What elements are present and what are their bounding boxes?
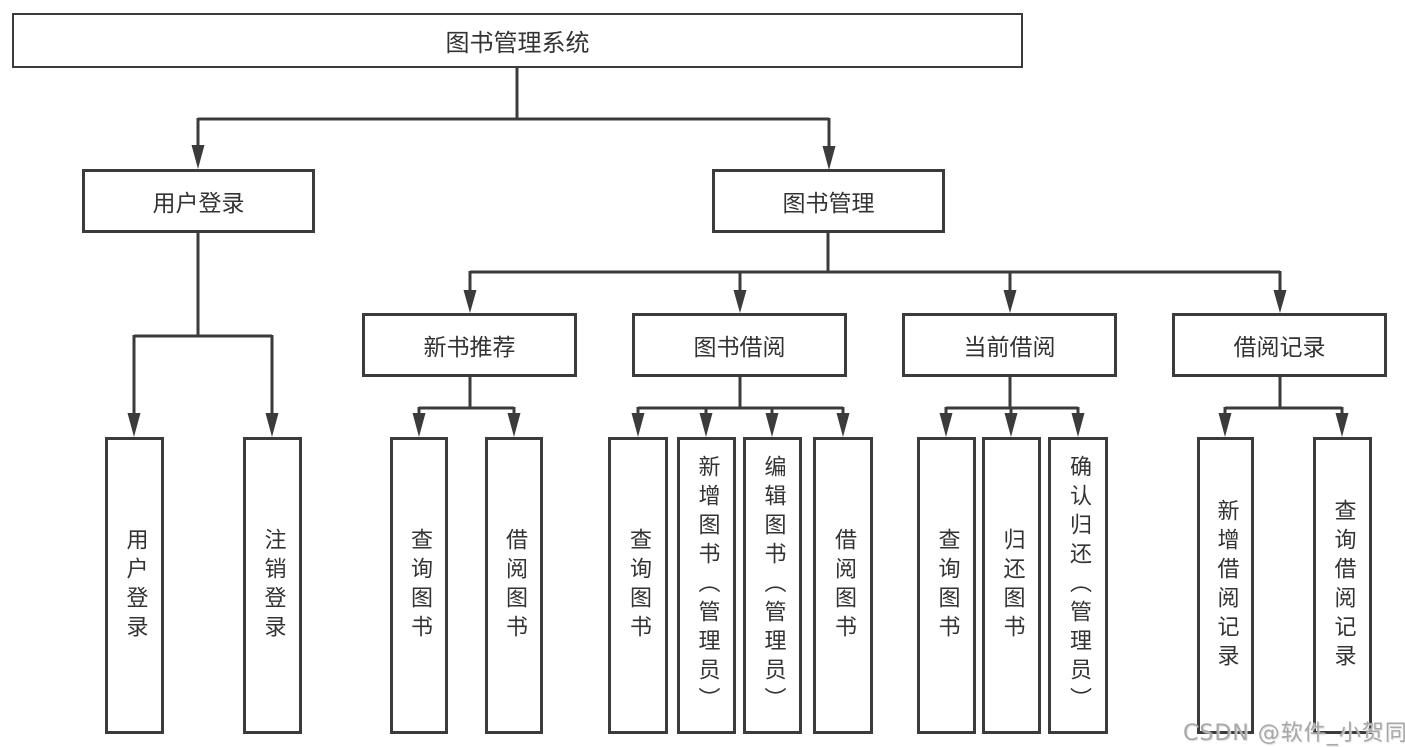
leaf-current-borrow-1-label: 归还图书: [999, 527, 1025, 644]
leaf-user-login-0-label: 用户登录: [122, 527, 148, 644]
node-book-borrow-label: 图书借阅: [693, 335, 786, 361]
node-book-mgmt: 图书管理: [712, 169, 945, 233]
leaf-current-borrow-0: 查询图书: [917, 437, 976, 734]
leaf-user-login-0: 用户登录: [105, 437, 164, 734]
connector-new-books-to-leaves: [412, 377, 521, 437]
node-new-books: 新书推荐: [362, 313, 577, 377]
leaf-current-borrow-2-label: 确认归还（管理员）: [1066, 455, 1091, 716]
connector-current-borrow-to-leaves: [939, 377, 1085, 437]
csdn-watermark: CSDN @软件_小贺同学: [1183, 721, 1405, 746]
leaf-book-borrow-1-label: 新增图书（管理员）: [694, 455, 720, 716]
node-current-borrow: 当前借阅: [902, 313, 1117, 377]
node-new-books-label: 新书推荐: [423, 335, 516, 361]
connector-book-borrow-to-leaves: [631, 377, 850, 437]
leaf-borrow-records-0: 新增借阅记录: [1197, 437, 1254, 734]
leaf-book-borrow-0-label: 查询图书: [626, 527, 651, 644]
node-current-borrow-label: 当前借阅: [963, 335, 1056, 361]
leaf-new-books-0: 查询图书: [390, 437, 448, 734]
leaf-user-login-1-label: 注销登录: [260, 527, 286, 644]
leaf-new-books-1-label: 借阅图书: [502, 527, 527, 644]
leaf-book-borrow-2-label: 编辑图书（管理员）: [760, 455, 786, 716]
leaf-new-books-1: 借阅图书: [485, 437, 543, 734]
connector-book-mgmt-to-level3: [463, 233, 1287, 313]
leaf-book-borrow-3: 借阅图书: [813, 437, 873, 734]
leaf-user-login-1: 注销登录: [243, 437, 302, 734]
leaf-current-borrow-2: 确认归还（管理员）: [1048, 437, 1108, 734]
leaf-current-borrow-0-label: 查询图书: [934, 527, 960, 644]
node-borrow-records-label: 借阅记录: [1233, 335, 1326, 361]
connector-user-login-to-leaves: [127, 233, 279, 437]
leaf-book-borrow-3-label: 借阅图书: [831, 527, 856, 644]
leaf-book-borrow-0: 查询图书: [608, 437, 668, 734]
node-borrow-records: 借阅记录: [1172, 313, 1387, 377]
leaf-book-borrow-1: 新增图书（管理员）: [677, 437, 736, 734]
node-book-borrow: 图书借阅: [632, 313, 847, 377]
leaf-current-borrow-1: 归还图书: [982, 437, 1041, 734]
node-root: 图书管理系统: [12, 13, 1023, 68]
leaf-borrow-records-1-label: 查询借阅记录: [1330, 498, 1356, 673]
node-user-login: 用户登录: [82, 169, 315, 233]
connector-borrow-records-to-leaves: [1218, 377, 1349, 437]
leaf-book-borrow-2: 编辑图书（管理员）: [743, 437, 802, 734]
node-book-mgmt-label: 图书管理: [782, 191, 875, 217]
node-root-label: 图书管理系统: [445, 29, 590, 57]
leaf-new-books-0-label: 查询图书: [407, 527, 432, 644]
connector-root-to-level2: [191, 68, 836, 170]
leaf-borrow-records-1: 查询借阅记录: [1313, 437, 1372, 734]
node-user-login-label: 用户登录: [152, 191, 245, 217]
leaf-borrow-records-0-label: 新增借阅记录: [1213, 498, 1239, 673]
